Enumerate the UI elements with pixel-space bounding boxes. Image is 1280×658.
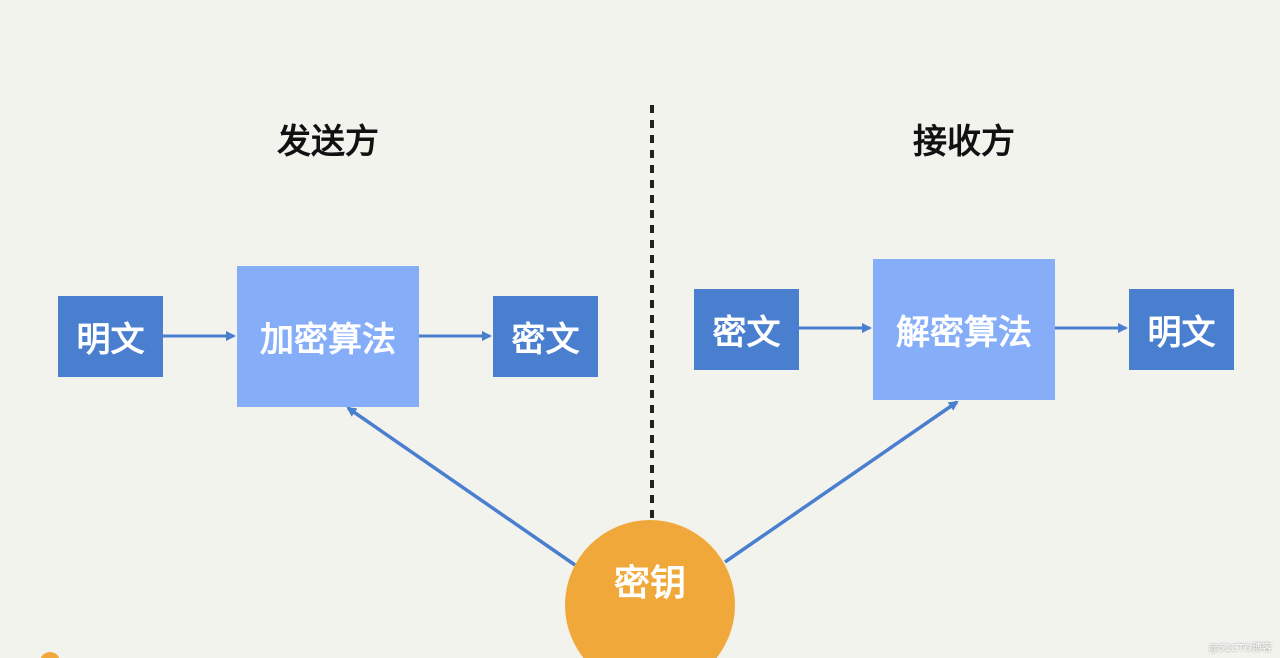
encryption-algorithm-box: 加密算法 [237, 266, 419, 407]
watermark: @51CTO博客 [1208, 643, 1272, 654]
key-circle: 密钥 [565, 520, 735, 658]
sender-ciphertext-box: 密文 [493, 296, 598, 377]
receiver-ciphertext-box: 密文 [694, 289, 799, 370]
sender-plaintext-box: 明文 [58, 296, 163, 377]
receiver-plaintext-box: 明文 [1129, 289, 1234, 370]
corner-dot [40, 652, 60, 658]
decryption-algorithm-box: 解密算法 [873, 259, 1055, 400]
key-label: 密钥 [613, 563, 686, 604]
arrow-key-to-encrypt [346, 406, 576, 567]
arrow-key-to-decrypt [724, 400, 959, 564]
receiver-title: 接收方 [913, 122, 1015, 162]
sender-title: 发送方 [277, 122, 379, 162]
